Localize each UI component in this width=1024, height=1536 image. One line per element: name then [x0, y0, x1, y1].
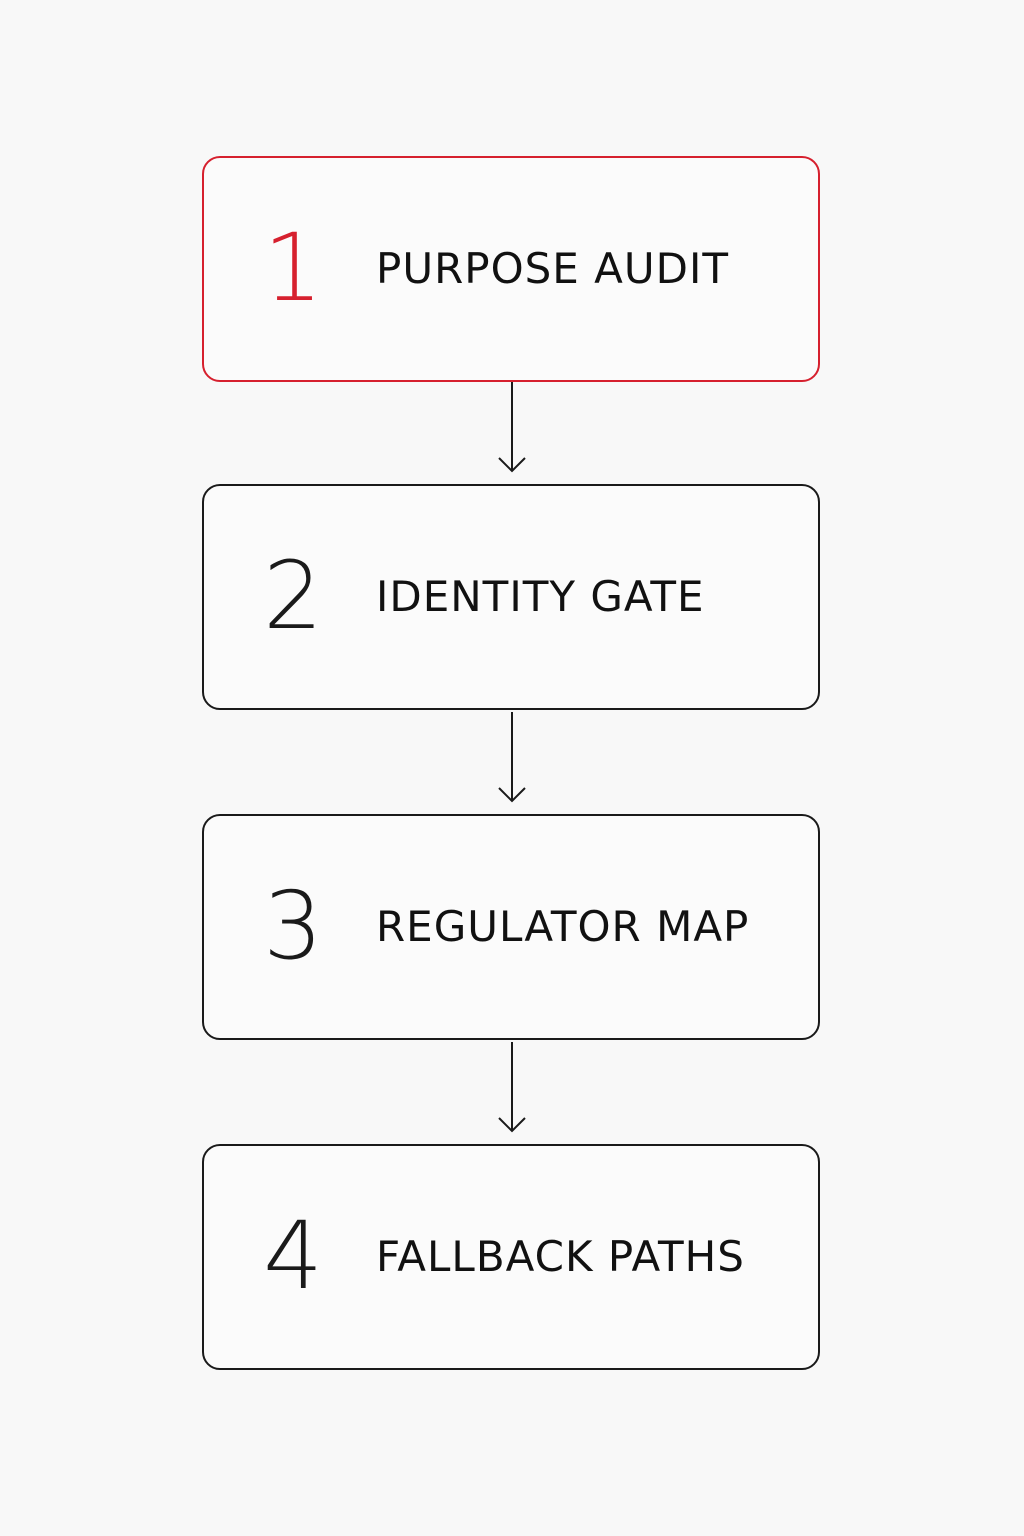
step-4-label: FALLBACK PATHS	[376, 1232, 745, 1281]
step-2-number: 2	[263, 542, 323, 651]
step-2-box: 2 IDENTITY GATE	[202, 484, 820, 710]
connector-arrow-1-to-2	[498, 382, 526, 473]
step-3-number: 3	[263, 872, 323, 981]
step-1-number: 1	[263, 214, 323, 323]
step-1-label: PURPOSE AUDIT	[376, 244, 730, 293]
connector-arrow-2-to-3	[498, 712, 526, 803]
step-3-label: REGULATOR MAP	[376, 902, 750, 951]
connector-arrow-3-to-4	[498, 1042, 526, 1133]
step-4-number: 4	[263, 1202, 323, 1311]
step-4-box: 4 FALLBACK PATHS	[202, 1144, 820, 1370]
step-2-label: IDENTITY GATE	[376, 572, 705, 621]
step-3-box: 3 REGULATOR MAP	[202, 814, 820, 1040]
step-1-box: 1 PURPOSE AUDIT	[202, 156, 820, 382]
